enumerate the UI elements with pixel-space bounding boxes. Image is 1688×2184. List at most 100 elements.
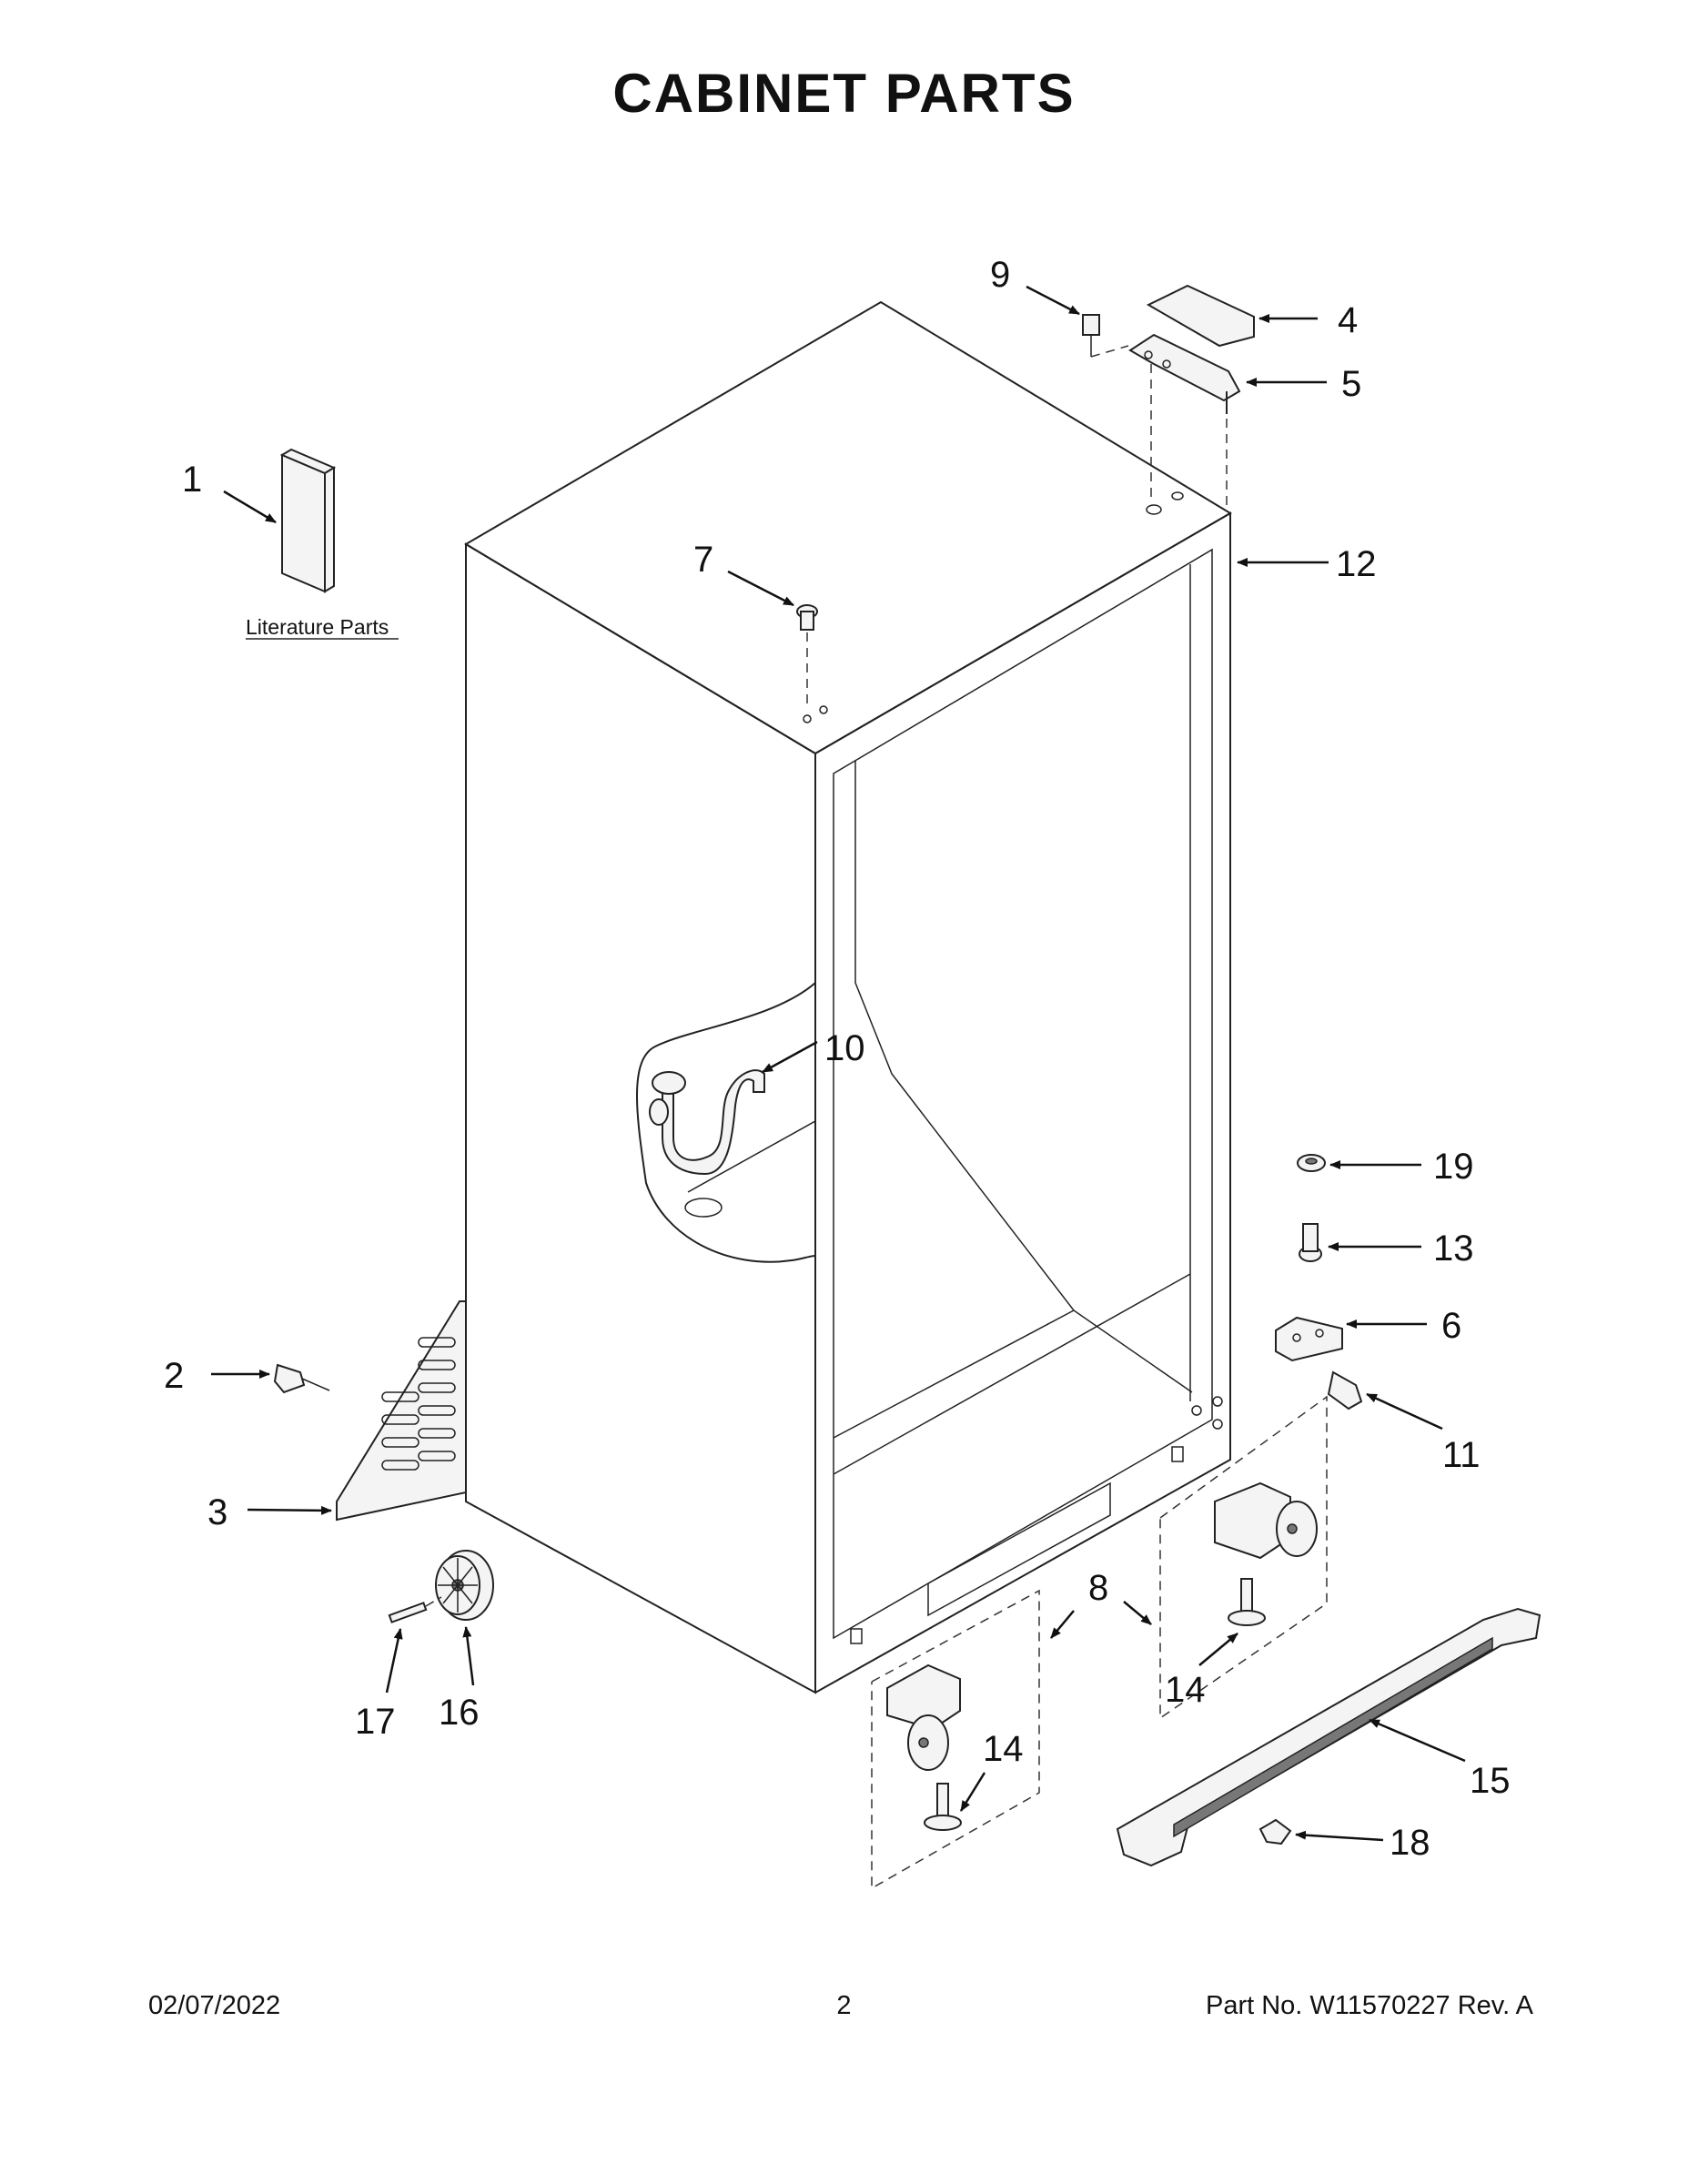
bracket-hole-1: [1292, 1333, 1301, 1342]
hinge-screw: [1082, 314, 1100, 336]
hole-plug-stem: [800, 611, 814, 631]
footer-date: 02/07/2022: [148, 1991, 281, 2020]
bracket-hole-2: [1315, 1329, 1324, 1338]
top-hole-1: [1146, 504, 1162, 515]
arrow-15: [1369, 1718, 1466, 1763]
callout-5: 5: [1341, 364, 1361, 404]
callout-4: 4: [1338, 300, 1358, 340]
callout-15: 15: [1470, 1761, 1511, 1801]
right-small-parts: [1275, 1154, 1363, 1410]
rear-roller: [388, 1550, 494, 1623]
callout-8: 8: [1088, 1568, 1108, 1608]
hinge-cover: [1146, 284, 1255, 348]
base-grille: [1116, 1607, 1541, 1867]
callout-1: 1: [182, 460, 202, 500]
interior-shelf-line: [833, 1273, 1191, 1475]
footer-page-number: 2: [836, 1991, 852, 2020]
leveling-leg-left-foot: [924, 1815, 962, 1831]
callout-arrows: [211, 285, 1466, 1842]
callout-3: 3: [207, 1492, 227, 1532]
callout-numbers: 1 2 3 4 5 6 7 8 9 10 11 12 13 14 14 15 1…: [164, 255, 1511, 1863]
hinge-hole-1: [1144, 350, 1153, 359]
grille-slot: [418, 1405, 456, 1416]
arrow-8b: [1123, 1601, 1152, 1625]
grille-slot: [381, 1414, 419, 1425]
callout-9: 9: [990, 255, 1010, 295]
callout-17: 17: [355, 1702, 396, 1742]
page-title: CABINET PARTS: [612, 63, 1076, 124]
front-roller-right: [1159, 1395, 1328, 1720]
callout-2: 2: [164, 1356, 184, 1396]
axle-dash: [425, 1596, 442, 1607]
grille-slot: [418, 1360, 456, 1370]
booklet-edge: [324, 466, 335, 593]
literature-parts-booklet: [279, 448, 337, 593]
cabinet: [464, 300, 1232, 1694]
hinge-dash-3: [1090, 345, 1129, 358]
frame-hole-2: [1212, 1419, 1223, 1430]
grille-screw-shaft: [301, 1378, 330, 1391]
roller-axle: [388, 1602, 428, 1623]
hinge-hole-2: [1162, 359, 1171, 369]
roller-spoke: [442, 1566, 473, 1604]
top-hole-4: [819, 705, 828, 714]
callout-19: 19: [1433, 1147, 1474, 1187]
arrow-9: [1026, 285, 1080, 316]
roller-left-bracket: [886, 1663, 961, 1731]
arrow-10: [762, 1040, 818, 1074]
cabinet-front-opening: [833, 548, 1213, 1640]
grille-slot: [381, 1437, 419, 1448]
arrow-18: [1295, 1830, 1384, 1842]
drain-fitting: [649, 1098, 669, 1126]
booklet-front: [281, 453, 326, 593]
base-grille-mesh: [1173, 1636, 1493, 1838]
arrow-11: [1366, 1392, 1443, 1431]
interior-back-wall: [854, 982, 1193, 1393]
arrow-8a: [1050, 1610, 1075, 1639]
arrow-7: [727, 570, 794, 607]
grommet-hole: [1305, 1158, 1318, 1165]
grille-panel: [336, 1300, 467, 1522]
arrow-16: [462, 1626, 475, 1686]
drain-hole: [684, 1198, 723, 1218]
front-square-left: [850, 1628, 863, 1644]
roller-left-hub: [918, 1737, 929, 1748]
interior-floor: [833, 1309, 1075, 1439]
grille-slot: [418, 1382, 456, 1393]
callout-12: 12: [1336, 544, 1377, 584]
callout-6: 6: [1441, 1306, 1461, 1346]
grille-slot: [418, 1337, 456, 1348]
frame-hole-3: [1191, 1405, 1202, 1416]
leveling-leg-right-foot: [1228, 1610, 1266, 1626]
top-hole-2: [1171, 491, 1184, 500]
arrow-14a: [1198, 1633, 1238, 1666]
callout-16: 16: [439, 1693, 480, 1733]
callout-11: 11: [1442, 1435, 1481, 1475]
grille-slot: [418, 1428, 456, 1439]
footer-part-number: Part No. W11570227 Rev. A: [1205, 1991, 1533, 2020]
arrow-1: [223, 490, 277, 524]
top-hole-3: [803, 714, 812, 723]
top-hinge: [1128, 333, 1241, 402]
arrow-17: [385, 1628, 403, 1694]
roller-right-hub: [1287, 1523, 1298, 1534]
cabinet-left-side: [465, 542, 816, 1694]
literature-parts-label: Literature Parts: [246, 615, 389, 639]
front-square-right: [1171, 1446, 1184, 1462]
front-roller-left: [871, 1589, 1040, 1890]
bottom-hinge-bracket: [1275, 1316, 1343, 1362]
base-grille-screw: [1258, 1818, 1292, 1845]
grille-screw: [273, 1363, 306, 1394]
callout-7: 7: [693, 540, 713, 580]
callout-14a: 14: [1165, 1670, 1206, 1710]
roller-right-dash-box: [1159, 1395, 1328, 1720]
arrow-3: [247, 1505, 332, 1515]
top-hinge-assembly: [1082, 284, 1255, 510]
grille-slot: [381, 1460, 419, 1471]
callout-13: 13: [1433, 1228, 1474, 1269]
cabinet-front-frame: [814, 511, 1231, 1694]
drain-elbow: [652, 1071, 686, 1095]
drain-cutaway: [636, 982, 816, 1263]
